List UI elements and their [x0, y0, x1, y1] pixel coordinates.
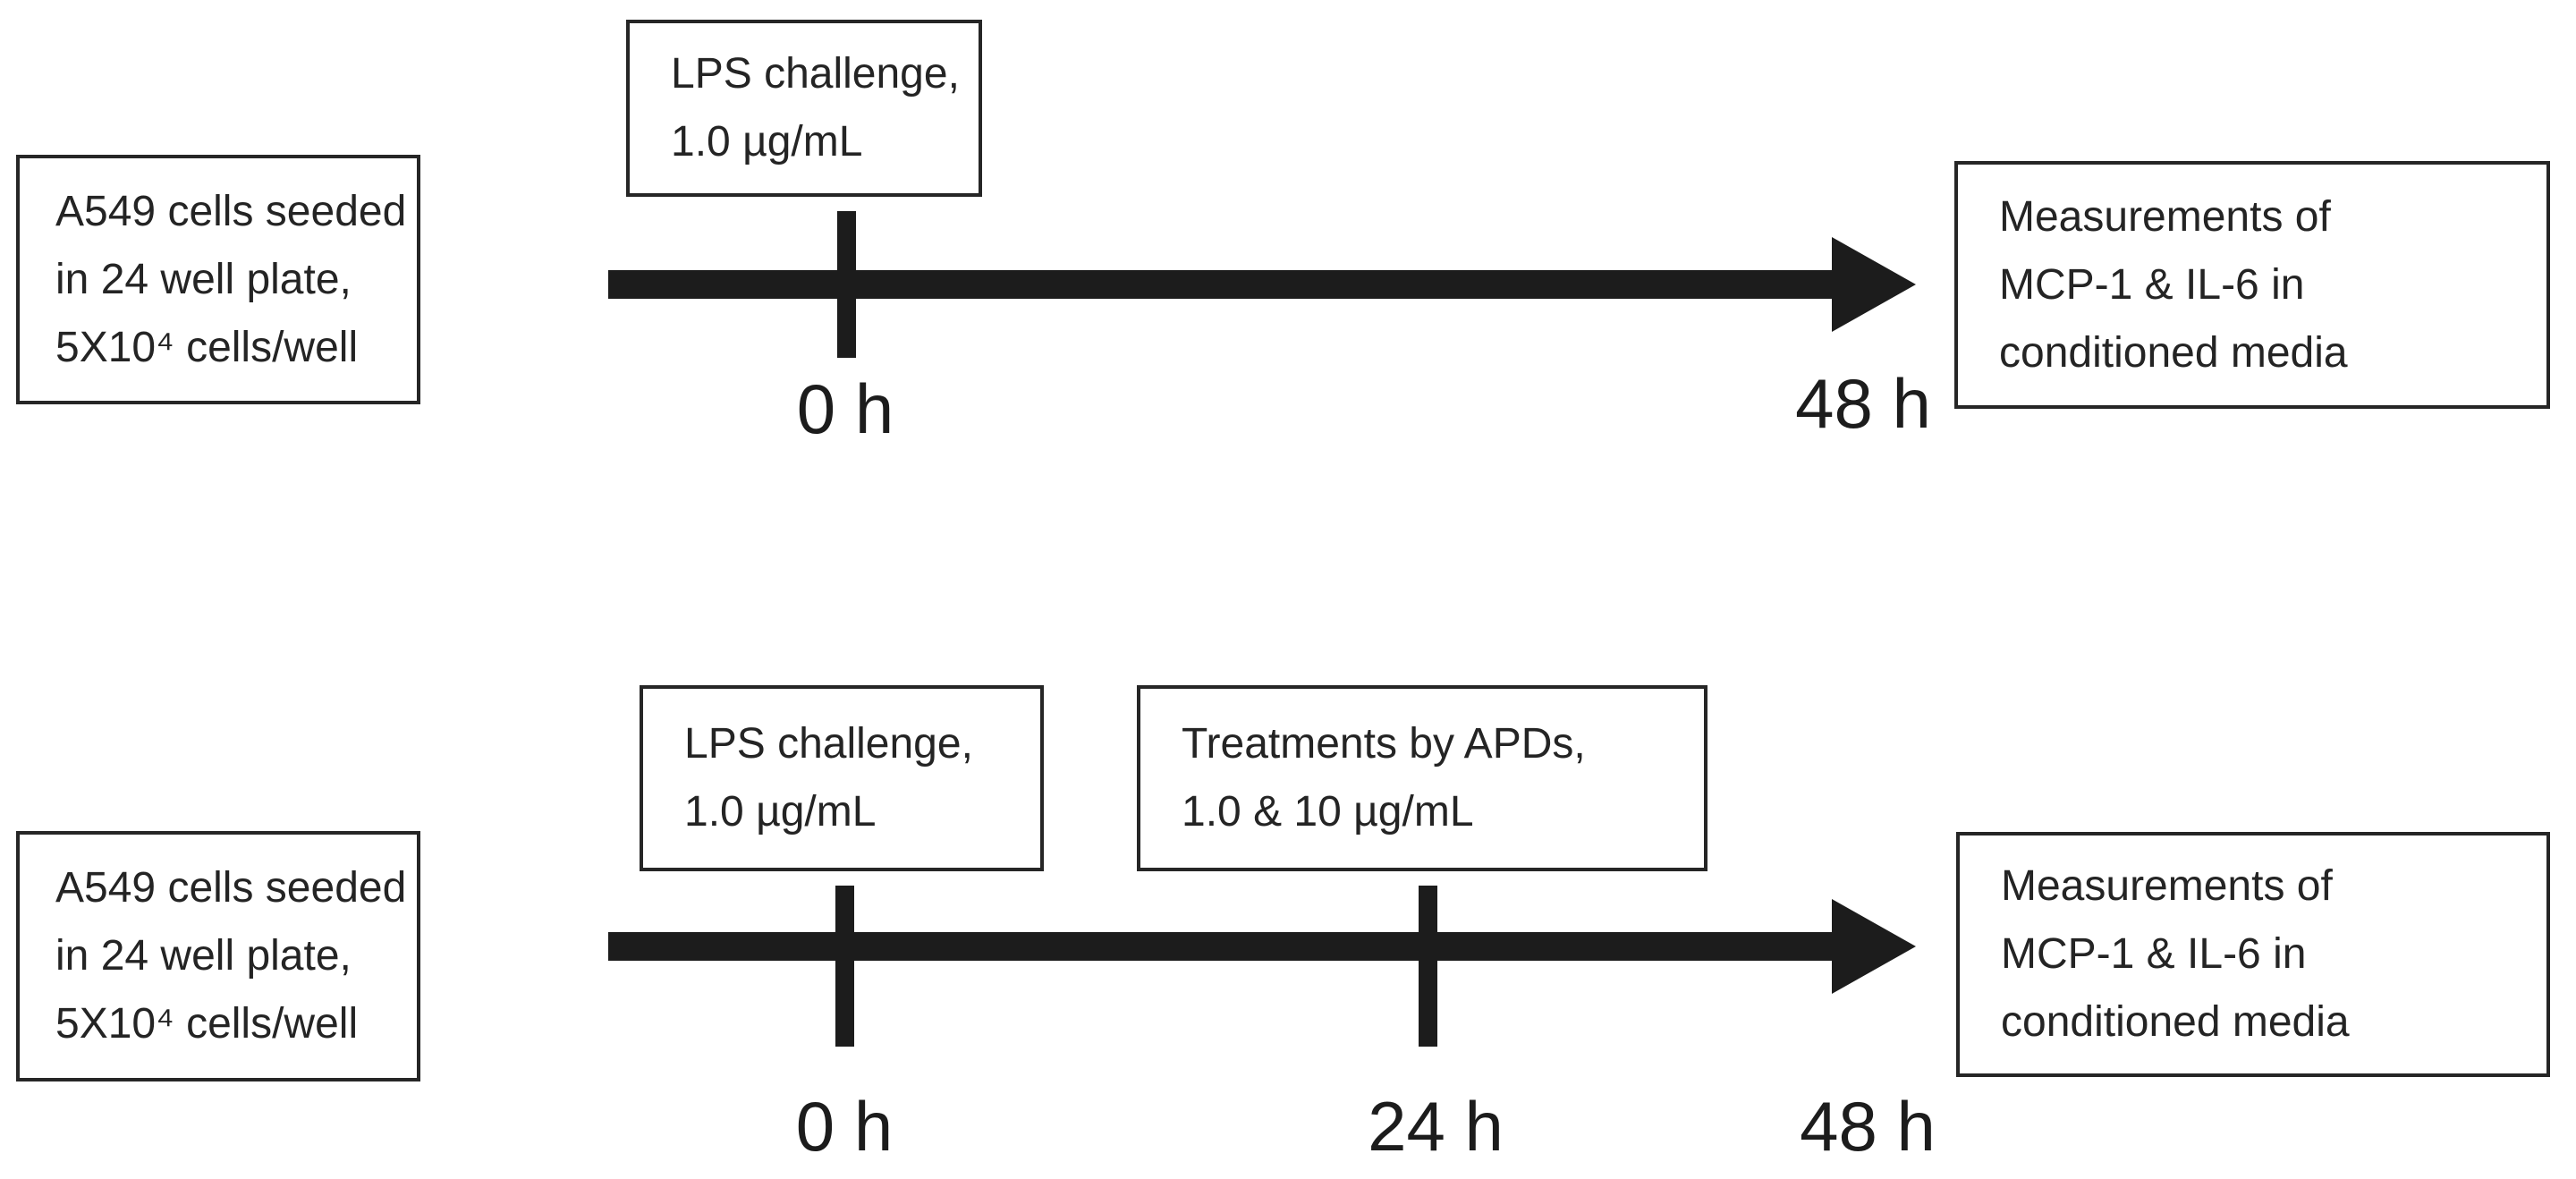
tick-24h	[1419, 886, 1437, 1047]
apd-treatment-text: Treatments by APDs, 1.0 & 10 µg/mL	[1182, 720, 1586, 835]
timeline-arrowhead	[1832, 237, 1916, 332]
measurements-box: Measurements of MCP-1 & IL-6 in conditio…	[1956, 832, 2550, 1077]
lps-challenge-box: LPS challenge, 1.0 µg/mL	[640, 685, 1044, 871]
lps-challenge-text: LPS challenge, 1.0 µg/mL	[671, 50, 960, 165]
time-label-48h: 48 h	[1795, 364, 1931, 443]
time-label-0h: 0 h	[795, 1087, 894, 1166]
measurements-text: Measurements of MCP-1 & IL-6 in conditio…	[1999, 192, 2348, 377]
apd-treatment-box: Treatments by APDs, 1.0 & 10 µg/mL	[1137, 685, 1707, 871]
measurements-text: Measurements of MCP-1 & IL-6 in conditio…	[2001, 862, 2350, 1046]
cell-seeding-text: A549 cells seeded in 24 well plate, 5X10…	[55, 187, 407, 371]
time-label-48h: 48 h	[1800, 1087, 1936, 1166]
timeline-arrowhead	[1832, 899, 1916, 994]
tick-0h	[835, 886, 854, 1047]
time-label-24h: 24 h	[1368, 1087, 1504, 1166]
time-label-0h: 0 h	[796, 369, 894, 448]
tick-0h	[837, 211, 856, 358]
measurements-box: Measurements of MCP-1 & IL-6 in conditio…	[1954, 161, 2550, 409]
cell-seeding-box: A549 cells seeded in 24 well plate, 5X10…	[16, 831, 420, 1081]
timeline-arrow-shaft	[608, 270, 1832, 299]
cell-seeding-text: A549 cells seeded in 24 well plate, 5X10…	[55, 864, 407, 1048]
cell-seeding-box: A549 cells seeded in 24 well plate, 5X10…	[16, 155, 420, 404]
lps-challenge-text: LPS challenge, 1.0 µg/mL	[684, 720, 973, 835]
lps-challenge-box: LPS challenge, 1.0 µg/mL	[626, 20, 982, 197]
timeline-arrow-shaft	[608, 932, 1832, 961]
